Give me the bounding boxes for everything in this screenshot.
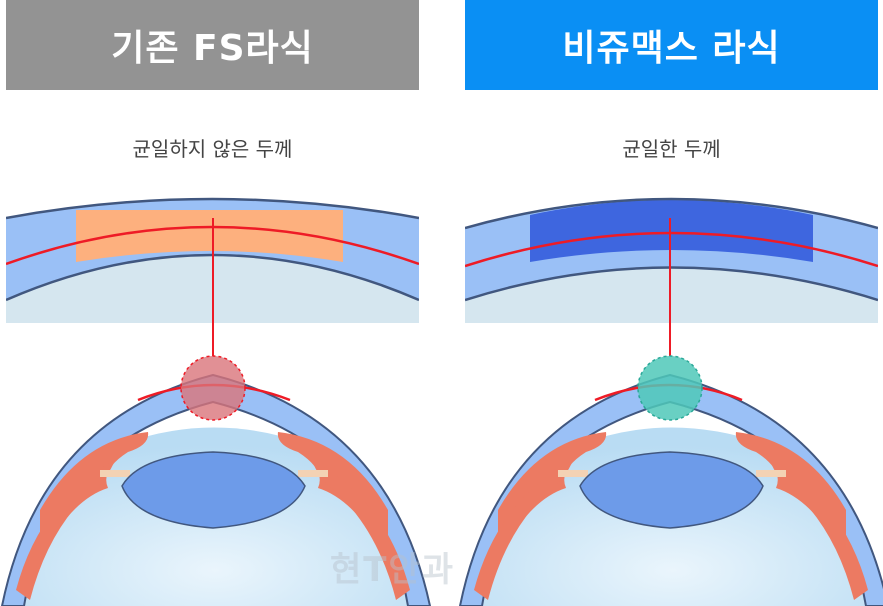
right-highlight-circle: [637, 355, 703, 421]
right-iris-left: [498, 432, 607, 560]
left-highlight-circle: [180, 355, 246, 421]
right-lens: [579, 451, 764, 529]
left-iris-lower-right: [312, 460, 410, 600]
left-iris-left: [40, 432, 149, 560]
right-inner-eye: [465, 267, 878, 323]
left-ciliary-right: [298, 470, 328, 477]
right-cut-line: [465, 231, 878, 268]
watermark-text: 현T안과: [330, 550, 456, 590]
left-cornea-outline-top: [6, 197, 419, 220]
right-eye: [458, 355, 883, 606]
left-subtitle: 균일하지 않은 두께: [132, 137, 293, 161]
right-ciliary-right: [756, 470, 786, 477]
left-ciliary-left: [100, 470, 130, 477]
left-title: 기존 FS라식: [111, 28, 314, 69]
right-iris-lower-left: [474, 460, 573, 600]
left-iris-lower-left: [16, 460, 115, 600]
left-flap-region: [76, 210, 343, 262]
right-title-banner: 비쥬맥스 라식: [465, 0, 878, 90]
right-iris-lower-right: [770, 460, 868, 600]
right-iris-right: [735, 432, 846, 560]
right-cornea-section: [465, 185, 878, 323]
right-ciliary-left: [558, 470, 588, 477]
left-lens: [121, 451, 306, 529]
right-cornea-outline-top: [465, 197, 878, 230]
left-eye: [0, 355, 432, 606]
right-cornea-outline-bottom: [465, 266, 878, 302]
right-title: 비쥬맥스 라식: [562, 28, 781, 69]
right-flap-region: [530, 200, 813, 262]
right-subtitle: 균일한 두께: [622, 137, 721, 161]
left-title-banner: 기존 FS라식: [6, 0, 419, 90]
left-iris-right: [277, 432, 388, 560]
